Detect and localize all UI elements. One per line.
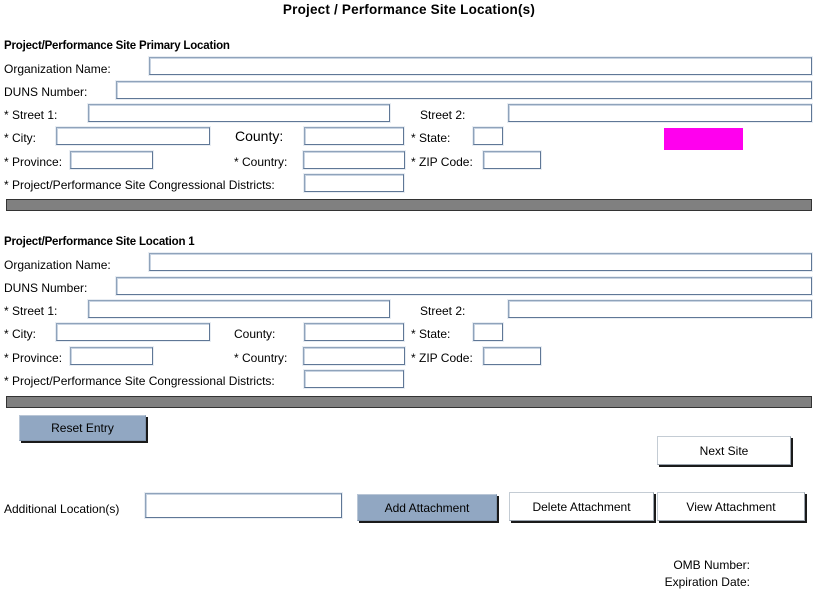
label-congressional-districts-primary: * Project/Performance Site Congressional… <box>4 178 275 192</box>
omb-number-label: OMB Number: <box>673 558 750 572</box>
label-duns-number-primary: DUNS Number: <box>4 85 88 99</box>
label-state-primary: * State: <box>411 131 451 145</box>
input-street1-location1[interactable] <box>88 300 390 318</box>
section-heading-location-1: Project/Performance Site Location 1 <box>4 236 195 248</box>
input-additional-locations[interactable] <box>145 493 342 518</box>
label-province-primary: * Province: <box>4 155 63 169</box>
label-zip-code-primary: * ZIP Code: <box>411 155 473 169</box>
section-heading-primary-location: Project/Performance Site Primary Locatio… <box>4 40 230 52</box>
label-city-location1: * City: <box>4 327 37 341</box>
input-state-primary[interactable] <box>473 127 503 145</box>
input-country-location1[interactable] <box>303 347 405 365</box>
next-site-button[interactable]: Next Site <box>657 436 791 465</box>
input-city-primary[interactable] <box>56 127 210 145</box>
state-highlight-block <box>664 128 743 150</box>
input-organization-name-location1[interactable] <box>149 253 812 271</box>
label-province-location1: * Province: <box>4 351 63 365</box>
reset-entry-button[interactable]: Reset Entry <box>19 415 146 441</box>
input-congressional-districts-location1[interactable] <box>304 370 404 388</box>
section-divider-2 <box>6 396 812 408</box>
label-street2-primary: Street 2: <box>420 108 466 122</box>
add-attachment-button[interactable]: Add Attachment <box>357 494 497 521</box>
input-street1-primary[interactable] <box>88 104 390 122</box>
label-street1-primary: * Street 1: <box>4 108 58 122</box>
label-congressional-districts-location1: * Project/Performance Site Congressional… <box>4 374 275 388</box>
label-organization-name-location1: Organization Name: <box>4 258 111 272</box>
input-state-location1[interactable] <box>473 323 503 341</box>
label-country-primary: * Country: <box>234 155 288 169</box>
input-province-primary[interactable] <box>70 151 153 169</box>
input-street2-location1[interactable] <box>508 300 812 318</box>
input-zip-code-location1[interactable] <box>483 347 541 365</box>
label-additional-locations: Additional Location(s) <box>4 502 120 516</box>
input-city-location1[interactable] <box>56 323 210 341</box>
label-city-primary: * City: <box>4 131 37 145</box>
label-country-location1: * Country: <box>234 351 288 365</box>
page-title: Project / Performance Site Location(s) <box>282 2 536 17</box>
expiration-date-label: Expiration Date: <box>664 575 750 589</box>
input-county-primary[interactable] <box>304 127 404 145</box>
label-county-location1: County: <box>234 327 276 341</box>
input-province-location1[interactable] <box>70 347 153 365</box>
label-state-location1: * State: <box>411 327 451 341</box>
input-duns-number-primary[interactable] <box>116 81 812 99</box>
input-zip-code-primary[interactable] <box>483 151 541 169</box>
input-street2-primary[interactable] <box>508 104 812 122</box>
section-divider-1 <box>6 199 812 211</box>
view-attachment-button[interactable]: View Attachment <box>657 492 805 521</box>
input-organization-name-primary[interactable] <box>149 57 812 75</box>
label-street2-location1: Street 2: <box>420 304 466 318</box>
input-country-primary[interactable] <box>303 151 405 169</box>
input-congressional-districts-primary[interactable] <box>304 174 404 192</box>
label-zip-code-location1: * ZIP Code: <box>411 351 473 365</box>
label-street1-location1: * Street 1: <box>4 304 58 318</box>
label-duns-number-location1: DUNS Number: <box>4 281 88 295</box>
label-county-primary: County: <box>235 128 284 144</box>
label-organization-name-primary: Organization Name: <box>4 62 111 76</box>
delete-attachment-button[interactable]: Delete Attachment <box>509 492 654 521</box>
input-county-location1[interactable] <box>304 323 404 341</box>
input-duns-number-location1[interactable] <box>116 277 812 295</box>
